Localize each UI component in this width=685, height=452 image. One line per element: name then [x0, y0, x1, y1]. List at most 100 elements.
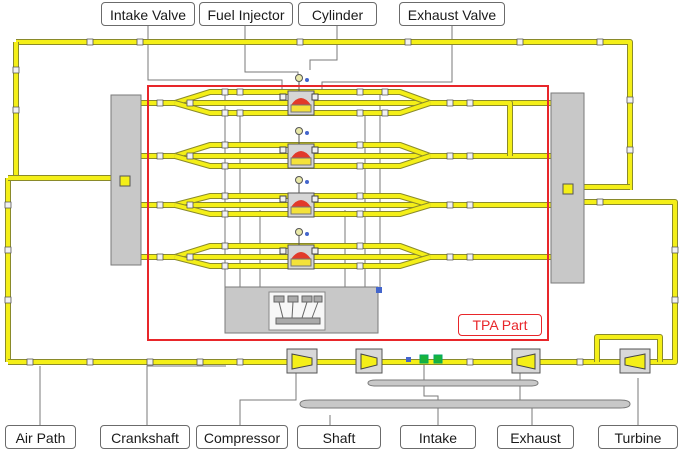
pipe-connector	[576, 358, 584, 366]
pipe	[505, 101, 512, 156]
tpa-part-label: TPA Part	[458, 314, 542, 336]
pipe-connector	[186, 201, 194, 209]
pipe-network	[4, 38, 679, 366]
label-cylinder: Cylinder	[298, 2, 377, 26]
piston	[290, 157, 312, 166]
pipe-connector	[466, 253, 474, 261]
label-exhaust-valve: Exhaust Valve	[399, 2, 505, 26]
pipe-connector	[356, 192, 364, 200]
pipe-connector	[596, 38, 604, 46]
piston	[290, 258, 312, 267]
shaft-connector	[406, 357, 411, 362]
pipe-connector	[356, 262, 364, 270]
pipe-connector	[671, 296, 679, 304]
compressor-2-icon	[360, 353, 378, 370]
label-crankshaft: Crankshaft	[100, 425, 190, 449]
valve-node	[279, 146, 287, 154]
compressor-icon	[291, 353, 313, 370]
combustion-chamber	[291, 200, 311, 207]
intake-manifold-port	[119, 175, 131, 187]
pipe-connector	[356, 210, 364, 218]
pipe-connector	[156, 201, 164, 209]
pipe-connector	[221, 141, 229, 149]
label-intake-valve: Intake Valve	[101, 2, 195, 26]
combustion-chamber	[291, 151, 311, 158]
pipe-connector	[221, 88, 229, 96]
valve-node	[279, 93, 287, 101]
pipe-connector	[466, 152, 474, 160]
valve-node	[279, 195, 287, 203]
pipe-connector	[186, 253, 194, 261]
piston	[290, 104, 312, 113]
combustion-chamber	[291, 252, 311, 259]
pipe	[16, 40, 632, 190]
intake-sensor-2	[433, 354, 443, 364]
pipe-connector	[4, 296, 12, 304]
valve-node	[311, 93, 319, 101]
pipe-connector	[381, 109, 389, 117]
pipe-connector	[446, 152, 454, 160]
pipe-connector	[146, 358, 154, 366]
fuel-injector-node	[295, 127, 303, 135]
shafts	[299, 379, 631, 409]
intake-sensor	[419, 354, 429, 364]
pipe-connector	[221, 109, 229, 117]
pipe-connector	[136, 38, 144, 46]
pipe-connector	[236, 358, 244, 366]
turbocharger	[286, 348, 651, 374]
pipe-connector	[236, 109, 244, 117]
pipe-connector	[86, 358, 94, 366]
piston	[290, 206, 312, 215]
pipe-connector	[381, 88, 389, 96]
tpa-boundary	[147, 85, 549, 341]
turbine-icon	[624, 353, 646, 370]
pipe-connector	[12, 106, 20, 114]
pipe-connector	[196, 358, 204, 366]
fuel-injector-node	[295, 74, 303, 82]
valve-node	[311, 146, 319, 154]
pipe-connector	[356, 109, 364, 117]
pipe-connector	[156, 253, 164, 261]
cylinder-1	[279, 74, 319, 116]
pipe-connector	[186, 152, 194, 160]
pipe-connector	[221, 262, 229, 270]
pipe-connector	[466, 358, 474, 366]
pipe-connector	[671, 246, 679, 254]
pipe-connector	[596, 198, 604, 206]
valve-node	[311, 195, 319, 203]
pipe-connector	[296, 38, 304, 46]
blocks	[110, 92, 585, 334]
injector-signal	[305, 232, 309, 236]
injector-signal	[305, 78, 309, 82]
label-exhaust: Exhaust	[497, 425, 574, 449]
pipe-connector	[356, 242, 364, 250]
combustion-chamber	[291, 98, 311, 105]
injector-signal	[305, 131, 309, 135]
pipe-connector	[12, 66, 20, 74]
valve-node	[311, 247, 319, 255]
pipe-connector	[446, 253, 454, 261]
turbine-1-icon	[516, 353, 536, 370]
pipe-connector	[221, 162, 229, 170]
pipe-connector	[466, 201, 474, 209]
pipe-connector	[4, 246, 12, 254]
pipe-connector	[86, 38, 94, 46]
pipe-connector	[446, 99, 454, 107]
cylinders	[279, 74, 319, 270]
pipe-connector	[466, 99, 474, 107]
crank-pistons	[273, 295, 323, 325]
label-fuel-injector: Fuel Injector	[199, 2, 293, 26]
pipe-connector	[626, 146, 634, 154]
pipe-connector	[221, 242, 229, 250]
pipe-connector	[186, 99, 194, 107]
label-turbine: Turbine	[598, 425, 678, 449]
pipe	[595, 335, 662, 362]
pipe-connector	[26, 358, 34, 366]
injector-signal	[305, 180, 309, 184]
label-air-path: Air Path	[5, 425, 76, 449]
pipe-connector	[446, 201, 454, 209]
label-intake: Intake	[400, 425, 476, 449]
pipe-connector	[156, 99, 164, 107]
pipe-connector	[404, 38, 412, 46]
fuel-injector-node	[295, 228, 303, 236]
